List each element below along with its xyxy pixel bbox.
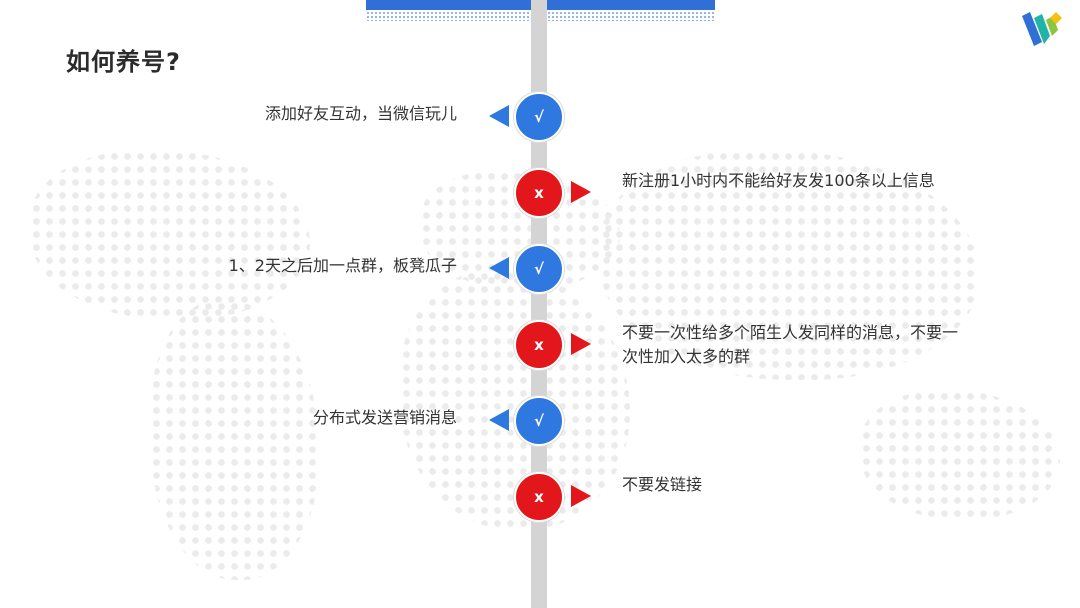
dont-item-text: 不要一次性给多个陌生人发同样的消息，不要一次性加入太多的群 <box>622 323 959 366</box>
world-map-north-america <box>30 150 310 320</box>
world-map-oceania <box>860 390 1060 520</box>
dont-item-text: 不要发链接 <box>622 475 703 494</box>
cross-icon: x <box>514 472 564 522</box>
checkmark-icon: √ <box>514 244 564 294</box>
pointer-left-icon <box>489 409 509 431</box>
cross-icon: x <box>514 168 564 218</box>
w-brand-logo-icon <box>1022 12 1062 46</box>
cross-icon: x <box>514 320 564 370</box>
top-banner-pattern-right <box>547 11 715 21</box>
timeline-spine <box>531 0 547 608</box>
top-banner-right <box>547 0 715 10</box>
pointer-right-icon <box>571 485 591 507</box>
world-map-south-america <box>150 300 320 580</box>
pointer-right-icon <box>571 333 591 355</box>
top-banner-left <box>366 0 531 10</box>
world-map-asia <box>600 150 980 380</box>
checkmark-icon: √ <box>514 396 564 446</box>
dont-item-text: 新注册1小时内不能给好友发100条以上信息 <box>622 171 935 190</box>
do-item-text: 分布式发送营销消息 <box>312 408 457 427</box>
pointer-right-icon <box>571 181 591 203</box>
page-title: 如何养号? <box>66 48 181 76</box>
checkmark-icon: √ <box>514 92 564 142</box>
do-item-text: 添加好友互动，当微信玩儿 <box>264 104 457 123</box>
pointer-left-icon <box>489 257 509 279</box>
top-banner-pattern-left <box>366 11 531 21</box>
pointer-left-icon <box>489 105 509 127</box>
do-item-text: 1、2天之后加一点群，板凳瓜子 <box>228 256 457 275</box>
